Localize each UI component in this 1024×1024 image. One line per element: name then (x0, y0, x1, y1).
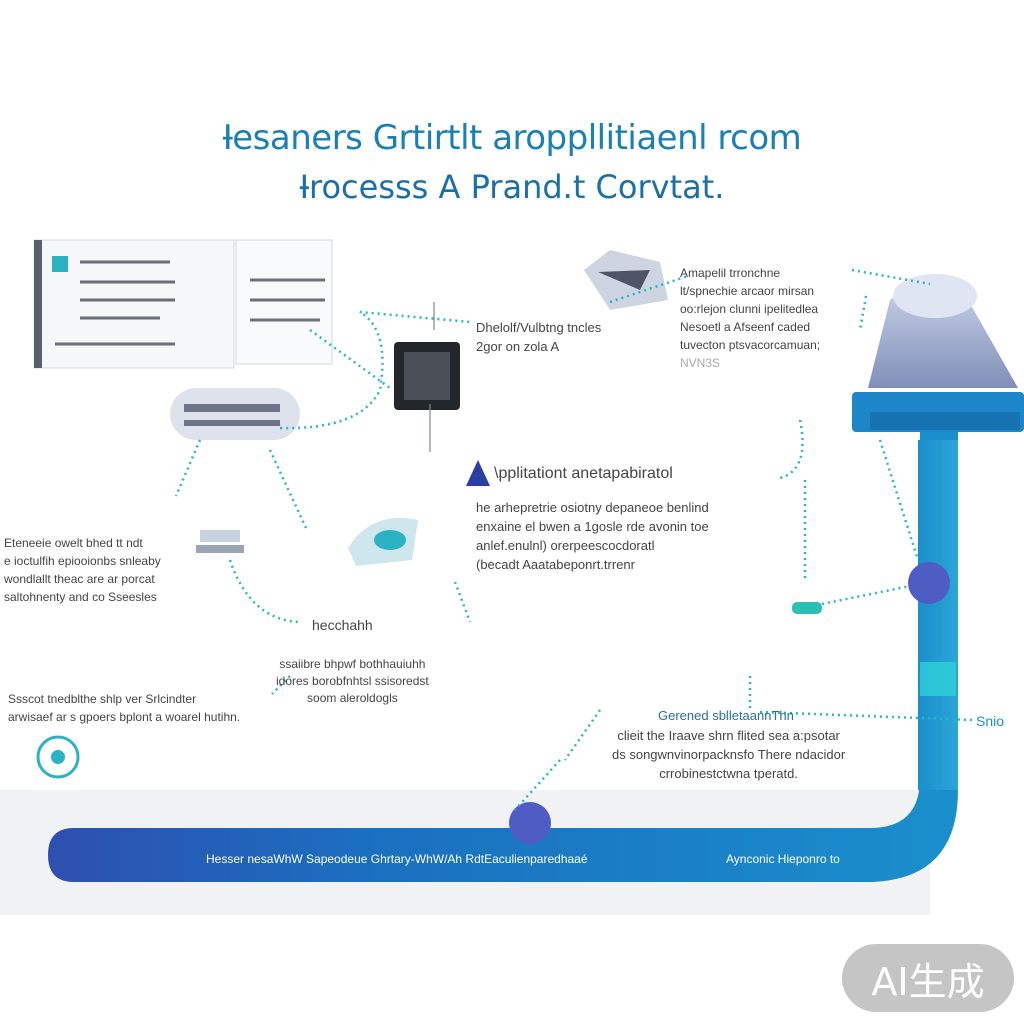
annotation-mid-block: he arhepretrie osiotny depaneoe benlind … (476, 500, 709, 572)
document-panel-right (235, 239, 333, 365)
small-device (200, 530, 240, 542)
vertical-pipe (918, 440, 958, 790)
annotation-left-bottom: Ssscot tnedblthe shlp ver Srlcindter arw… (8, 692, 241, 724)
pipe-label-end: Aynconic Hieponro to (726, 852, 840, 866)
teal-marker (792, 602, 822, 614)
annotation-mid-label: \pplitationt anetapabiratol (494, 465, 673, 482)
diagram-title-line1: Ɨesaners Grtirtlt aroppllitiaenl rcom (222, 118, 802, 158)
main-pipe (48, 430, 958, 882)
target-icon (36, 735, 80, 779)
annotation-side-label: Snio (976, 713, 1005, 729)
pipe-label-main: Hesser nesaWhW Sapeodeue Ghrtary-WhW/Ah … (206, 852, 588, 866)
annotation-top-center: Dhelolf/Vulbtng tncles 2gor on zola A (476, 320, 602, 354)
diagram-title-line2: Ɨrocesss A Prand.t Corvtat. (299, 168, 725, 206)
ai-generated-watermark: AI生成 (842, 944, 1014, 1012)
pipe-node-right (908, 562, 950, 604)
annotation-top-right: Amapelil trronchne lt/spnechie arcaor mi… (680, 266, 821, 370)
annotation-center-small: ssaiibre bhpwf bothhauiuhh idores borobf… (276, 657, 429, 705)
pipe-node-bottom (509, 802, 551, 844)
pipe-valve (920, 662, 956, 696)
annotation-left-block: Eteneeie owelt bhed tt ndt e ioctulfih e… (4, 536, 161, 604)
annotation-mech: hecchahh (312, 617, 373, 633)
annotation-bottom-right: clieit the Iraave shrn flited sea a:psot… (612, 728, 846, 781)
oval-device (170, 388, 300, 440)
annotation-bottom-right-label: Gerened sblletaannThn (658, 708, 794, 723)
triangle-marker (466, 460, 490, 486)
